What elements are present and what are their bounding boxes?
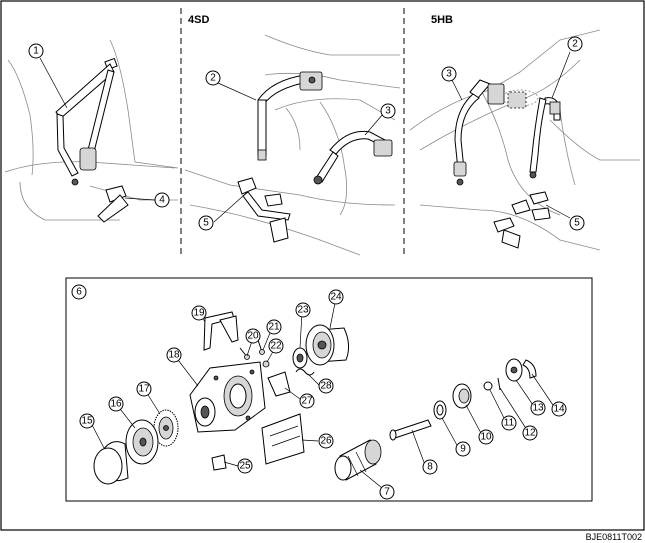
svg-text:21: 21 bbox=[268, 322, 280, 333]
svg-text:12: 12 bbox=[524, 428, 536, 439]
svg-text:5: 5 bbox=[574, 218, 580, 229]
svg-text:6: 6 bbox=[76, 287, 82, 298]
callout-10: 10 bbox=[478, 429, 494, 445]
svg-text:22: 22 bbox=[270, 341, 282, 352]
callout-13: 13 bbox=[530, 400, 546, 416]
svg-text:24: 24 bbox=[330, 292, 342, 303]
callout-24: 24 bbox=[328, 289, 344, 305]
callout-3-hatchback: 3 bbox=[441, 66, 457, 82]
svg-text:25: 25 bbox=[239, 461, 251, 472]
callout-14: 14 bbox=[551, 401, 567, 417]
callout-5-sedan: 5 bbox=[198, 215, 214, 231]
svg-text:4: 4 bbox=[159, 195, 165, 206]
callout-8: 8 bbox=[422, 459, 438, 475]
figure-code: BJE0811T002 bbox=[586, 532, 642, 542]
svg-text:1: 1 bbox=[33, 46, 39, 57]
callout-15: 15 bbox=[79, 413, 95, 429]
callout-23: 23 bbox=[295, 302, 311, 318]
callout-2-sedan: 2 bbox=[205, 70, 221, 86]
svg-text:7: 7 bbox=[384, 487, 390, 498]
callout-6: 6 bbox=[71, 284, 87, 300]
svg-text:9: 9 bbox=[460, 444, 466, 455]
svg-text:16: 16 bbox=[110, 399, 122, 410]
svg-text:3: 3 bbox=[385, 106, 391, 117]
svg-text:27: 27 bbox=[301, 396, 313, 407]
callout-27: 27 bbox=[299, 393, 315, 409]
svg-text:14: 14 bbox=[553, 404, 565, 415]
hatchback-rear-seatbelt-illustration bbox=[409, 29, 640, 251]
svg-text:13: 13 bbox=[532, 403, 544, 414]
svg-text:17: 17 bbox=[138, 384, 150, 395]
sedan-rear-seatbelt-illustration bbox=[184, 34, 401, 256]
callout-19: 19 bbox=[191, 305, 207, 321]
svg-text:10: 10 bbox=[480, 432, 492, 443]
callout-28: 28 bbox=[318, 378, 334, 394]
front-seatbelt-illustration bbox=[4, 39, 179, 223]
svg-text:18: 18 bbox=[168, 350, 180, 361]
callout-18: 18 bbox=[166, 347, 182, 363]
svg-text:20: 20 bbox=[247, 331, 259, 342]
section-title-4sd: 4SD bbox=[188, 14, 209, 26]
svg-text:3: 3 bbox=[446, 69, 452, 80]
svg-text:2: 2 bbox=[210, 73, 216, 84]
callout-2-hatchback: 2 bbox=[567, 36, 583, 52]
callout-12: 12 bbox=[522, 425, 538, 441]
svg-text:11: 11 bbox=[504, 418, 515, 429]
callout-21: 21 bbox=[266, 319, 282, 335]
callout-26: 26 bbox=[318, 433, 334, 449]
svg-text:15: 15 bbox=[81, 416, 93, 427]
callout-3-sedan: 3 bbox=[380, 103, 396, 119]
retractor-exploded-illustration bbox=[89, 297, 556, 489]
section-title-5hb: 5HB bbox=[431, 14, 453, 26]
svg-text:8: 8 bbox=[427, 462, 433, 473]
svg-text:5: 5 bbox=[203, 218, 209, 229]
callout-1: 1 bbox=[28, 43, 44, 59]
callout-22: 22 bbox=[268, 338, 284, 354]
callout-9: 9 bbox=[455, 441, 471, 457]
callout-20: 20 bbox=[245, 328, 261, 344]
callout-4: 4 bbox=[154, 192, 170, 208]
retractor-detail-frame bbox=[65, 277, 593, 502]
svg-text:26: 26 bbox=[320, 436, 332, 447]
callout-7: 7 bbox=[379, 484, 395, 500]
callout-5-hatchback: 5 bbox=[569, 215, 585, 231]
svg-text:28: 28 bbox=[320, 381, 332, 392]
outer-frame bbox=[0, 0, 645, 531]
callout-25: 25 bbox=[237, 458, 253, 474]
callout-16: 16 bbox=[108, 396, 124, 412]
svg-text:23: 23 bbox=[297, 305, 309, 316]
svg-text:2: 2 bbox=[572, 39, 578, 50]
svg-text:19: 19 bbox=[193, 308, 205, 319]
callout-11: 11 bbox=[501, 415, 517, 431]
callout-17: 17 bbox=[136, 381, 152, 397]
